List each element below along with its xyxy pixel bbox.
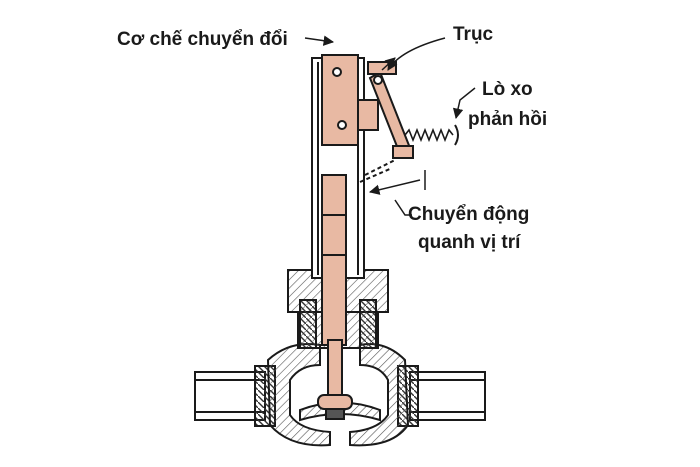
label-spring-line2: phản hồi	[468, 109, 547, 130]
label-spring-line1: Lò xo	[482, 79, 533, 100]
leader-lines	[304, 35, 476, 216]
shaft-lever	[367, 57, 414, 159]
label-shaft: Trục	[453, 24, 494, 45]
label-switch-mechanism: Cơ chế chuyển đổi	[117, 29, 288, 50]
valve-stem	[317, 174, 353, 420]
feedback-spring	[404, 124, 459, 146]
label-motion-line1: Chuyển động	[408, 204, 529, 225]
switch-mechanism-block	[321, 54, 379, 146]
motion-dashes	[359, 159, 396, 183]
label-motion-line2: quanh vị trí	[418, 232, 521, 253]
